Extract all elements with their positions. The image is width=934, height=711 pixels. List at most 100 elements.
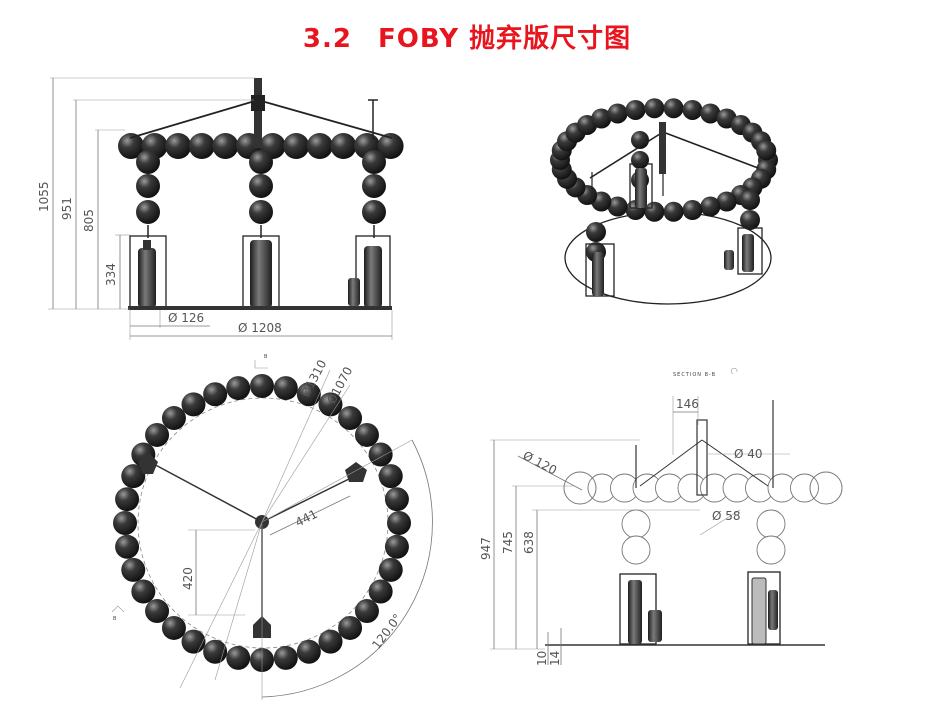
dim-638: 638	[522, 531, 536, 554]
float-sphere	[161, 406, 186, 431]
dim-1055: 1055	[37, 181, 51, 212]
dim-d58: Ø 58	[712, 509, 741, 523]
iso-instrument-right	[724, 227, 763, 275]
float-sphere-outline	[621, 535, 651, 565]
float-sphere	[338, 615, 363, 640]
float-sphere	[121, 464, 146, 489]
section-instrument-right	[747, 571, 781, 645]
float-sphere	[368, 579, 393, 604]
dim-420: 420	[181, 567, 195, 590]
float-sphere	[368, 442, 393, 467]
front-view-floats	[118, 133, 404, 224]
float-sphere	[607, 196, 628, 217]
front-view-base	[128, 306, 392, 310]
dim-10: 10	[535, 651, 549, 666]
float-sphere	[249, 150, 273, 174]
float-sphere	[273, 376, 298, 401]
front-view-instrument-left	[129, 235, 167, 309]
section-view: SECTION B-B 146 Ø 120	[479, 367, 843, 666]
float-sphere	[625, 99, 646, 120]
float-sphere-outline	[621, 509, 651, 539]
float-sphere	[700, 196, 721, 217]
float-sphere	[118, 133, 144, 159]
float-sphere	[330, 133, 357, 159]
float-sphere	[115, 534, 140, 559]
float-sphere-outline	[756, 535, 786, 565]
float-sphere	[306, 133, 333, 159]
dim-745: 745	[501, 531, 515, 554]
float-sphere	[378, 464, 403, 489]
isometric-view	[550, 98, 778, 305]
float-sphere	[338, 406, 363, 431]
float-sphere	[145, 422, 170, 447]
dim-334: 334	[104, 263, 118, 286]
float-sphere	[377, 133, 404, 159]
section-ball-right-cut	[809, 471, 843, 505]
dim-951: 951	[60, 197, 74, 220]
float-sphere	[131, 579, 156, 604]
float-sphere	[716, 191, 737, 212]
float-sphere	[663, 201, 684, 222]
front-view-mast	[254, 78, 262, 148]
dim-d1310: Ø1310	[298, 358, 329, 400]
top-view: 441 420 120.0° Ø1310 Ø1070 B B	[111, 354, 433, 700]
page-title: 3.2 FOBY 抛弃版尺寸图	[0, 18, 934, 55]
float-sphere	[740, 190, 760, 210]
float-sphere	[165, 133, 192, 159]
dim-d40: Ø 40	[734, 447, 763, 461]
float-sphere	[212, 133, 239, 159]
front-view-dimensions: 1055 951 805 334 Ø 126 Ø 1208	[37, 77, 393, 340]
float-sphere	[136, 150, 160, 174]
float-sphere	[756, 140, 777, 161]
float-sphere	[226, 376, 251, 401]
section-mast	[696, 419, 708, 496]
float-sphere	[644, 98, 665, 119]
float-sphere	[354, 422, 379, 447]
float-sphere	[384, 487, 409, 512]
section-ball-left-cut	[563, 471, 597, 505]
top-view-floats	[113, 374, 411, 672]
dim-146: 146	[676, 397, 699, 411]
section-view-floats	[587, 473, 819, 565]
float-sphere	[249, 200, 273, 224]
top-view-dimensions: 441 420 120.0° Ø1310 Ø1070 B B	[111, 354, 433, 700]
dim-d126: Ø 126	[168, 311, 204, 325]
float-sphere	[354, 599, 379, 624]
section-mark-bottom: B	[113, 616, 117, 622]
float-sphere-outline	[790, 473, 819, 503]
float-sphere	[362, 150, 386, 174]
iso-mast	[659, 122, 666, 174]
title-number: 3.2	[302, 24, 352, 54]
float-sphere	[607, 103, 628, 124]
front-view-instrument-center	[242, 235, 280, 309]
dim-947: 947	[479, 537, 493, 560]
dim-d120: Ø 120	[521, 448, 560, 477]
float-sphere	[682, 200, 703, 221]
iso-instrument-left	[585, 243, 615, 297]
float-sphere	[387, 511, 411, 535]
float-sphere	[682, 99, 703, 120]
float-sphere	[115, 487, 140, 512]
float-sphere	[113, 511, 137, 535]
section-instrument-left	[619, 573, 662, 645]
section-mark-top: B	[264, 354, 268, 360]
float-sphere	[318, 392, 343, 417]
float-sphere	[700, 103, 721, 124]
float-sphere	[181, 392, 206, 417]
title-text: FOBY 抛弃版尺寸图	[377, 24, 632, 54]
float-sphere	[145, 599, 170, 624]
dim-14: 14	[548, 651, 562, 666]
float-sphere	[161, 615, 186, 640]
float-sphere	[663, 98, 684, 119]
float-sphere	[631, 151, 649, 169]
float-sphere	[181, 629, 206, 654]
front-view: 1055 951 805 334 Ø 126 Ø 1208	[37, 77, 404, 340]
float-sphere	[203, 639, 228, 664]
float-sphere	[136, 174, 160, 198]
float-sphere	[362, 174, 386, 198]
front-view-instrument-right	[348, 235, 391, 309]
float-sphere	[283, 133, 310, 159]
float-sphere	[188, 133, 215, 159]
float-sphere	[296, 639, 321, 664]
